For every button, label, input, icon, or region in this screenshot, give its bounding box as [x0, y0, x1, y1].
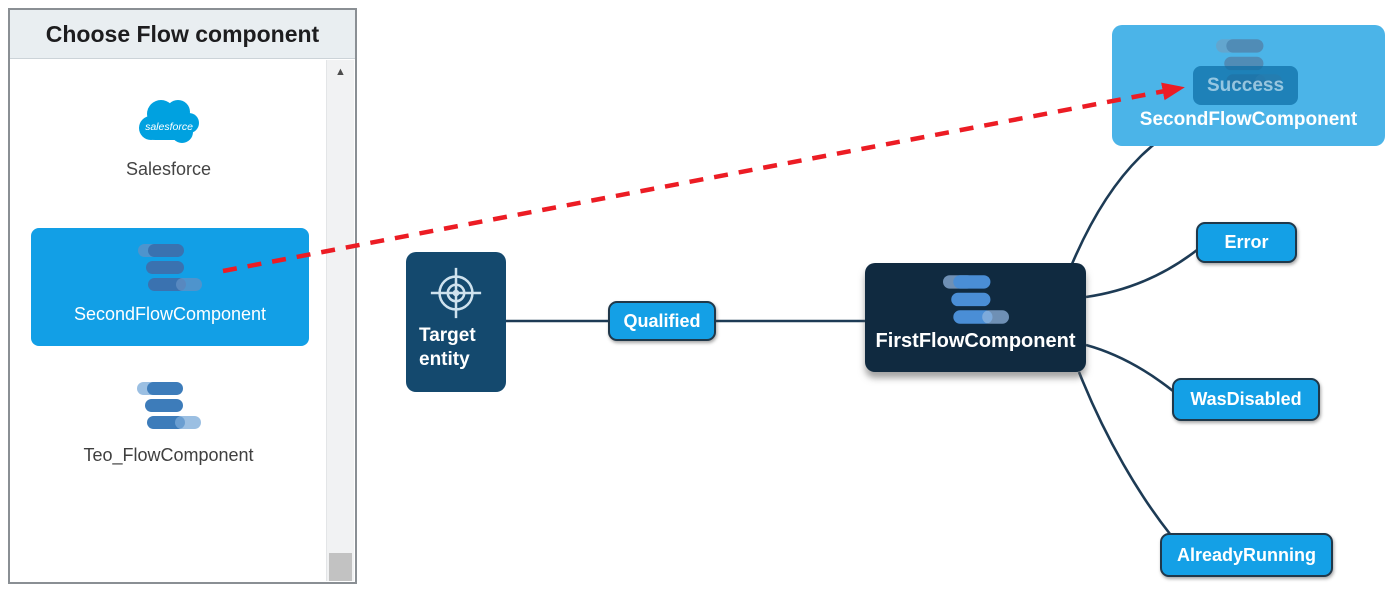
edge-badge-label: AlreadyRunning [1176, 544, 1316, 565]
edge-badge-error[interactable]: Error [1196, 222, 1297, 263]
edge-alreadyrunning-line [1077, 371, 1172, 535]
edge-badge-label: Qualified [623, 310, 701, 331]
flow-canvas[interactable]: Target entity Qualified FirstFlowCompone… [358, 0, 1395, 611]
sidebar-item-secondflowcomponent[interactable]: SecondFlowComponent [31, 228, 309, 346]
node-firstflowcomponent[interactable]: FirstFlowComponent [865, 263, 1086, 372]
flow-bars-icon [136, 382, 201, 429]
sidebar-item-teo-flowcomponent[interactable]: Teo_FlowComponent [11, 382, 326, 466]
sidebar-item-label: Teo_FlowComponent [83, 445, 254, 465]
salesforce-logo-icon: salesforce [138, 100, 199, 143]
edge-badge-wasdisabled[interactable]: WasDisabled [1172, 378, 1320, 421]
svg-text:salesforce: salesforce [145, 121, 193, 133]
scroll-up-arrow-icon[interactable]: ▲ [335, 66, 346, 78]
edge-badge-qualified[interactable]: Qualified [608, 301, 716, 341]
flow-bars-icon [138, 244, 202, 291]
scrollbar-thumb[interactable] [329, 553, 352, 581]
flow-component-panel: Choose Flow component salesforce Salesfo… [8, 8, 357, 584]
target-crosshair-icon [430, 267, 482, 319]
edge-badge-label: WasDisabled [1190, 389, 1302, 409]
edge-wasdisabled-line [1085, 343, 1174, 393]
edge-badge-label: Error [1224, 232, 1269, 252]
success-outcome-badge[interactable]: Success [1193, 66, 1298, 105]
node-target-entity[interactable]: Target entity [406, 252, 506, 392]
panel-title: Choose Flow component [10, 10, 355, 59]
node-label: Target entity [419, 325, 476, 370]
node-label: FirstFlowComponent [875, 330, 1076, 352]
success-badge-label: Success [1206, 74, 1285, 96]
sidebar-item-label: SecondFlowComponent [73, 304, 267, 324]
node-secondflowcomponent[interactable]: Success SecondFlowComponent [1112, 25, 1385, 146]
edge-error-line [1085, 248, 1198, 299]
node-label: SecondFlowComponent [1139, 109, 1358, 130]
edge-badge-alreadyrunning[interactable]: AlreadyRunning [1160, 533, 1333, 577]
sidebar-item-label: Salesforce [125, 159, 212, 179]
panel-scrollbar[interactable]: ▲ [326, 60, 354, 581]
component-list: salesforce Salesforce SecondFlowComponen… [11, 60, 326, 581]
sidebar-item-salesforce[interactable]: salesforce Salesforce [11, 96, 326, 180]
flow-bars-icon [942, 275, 1009, 324]
